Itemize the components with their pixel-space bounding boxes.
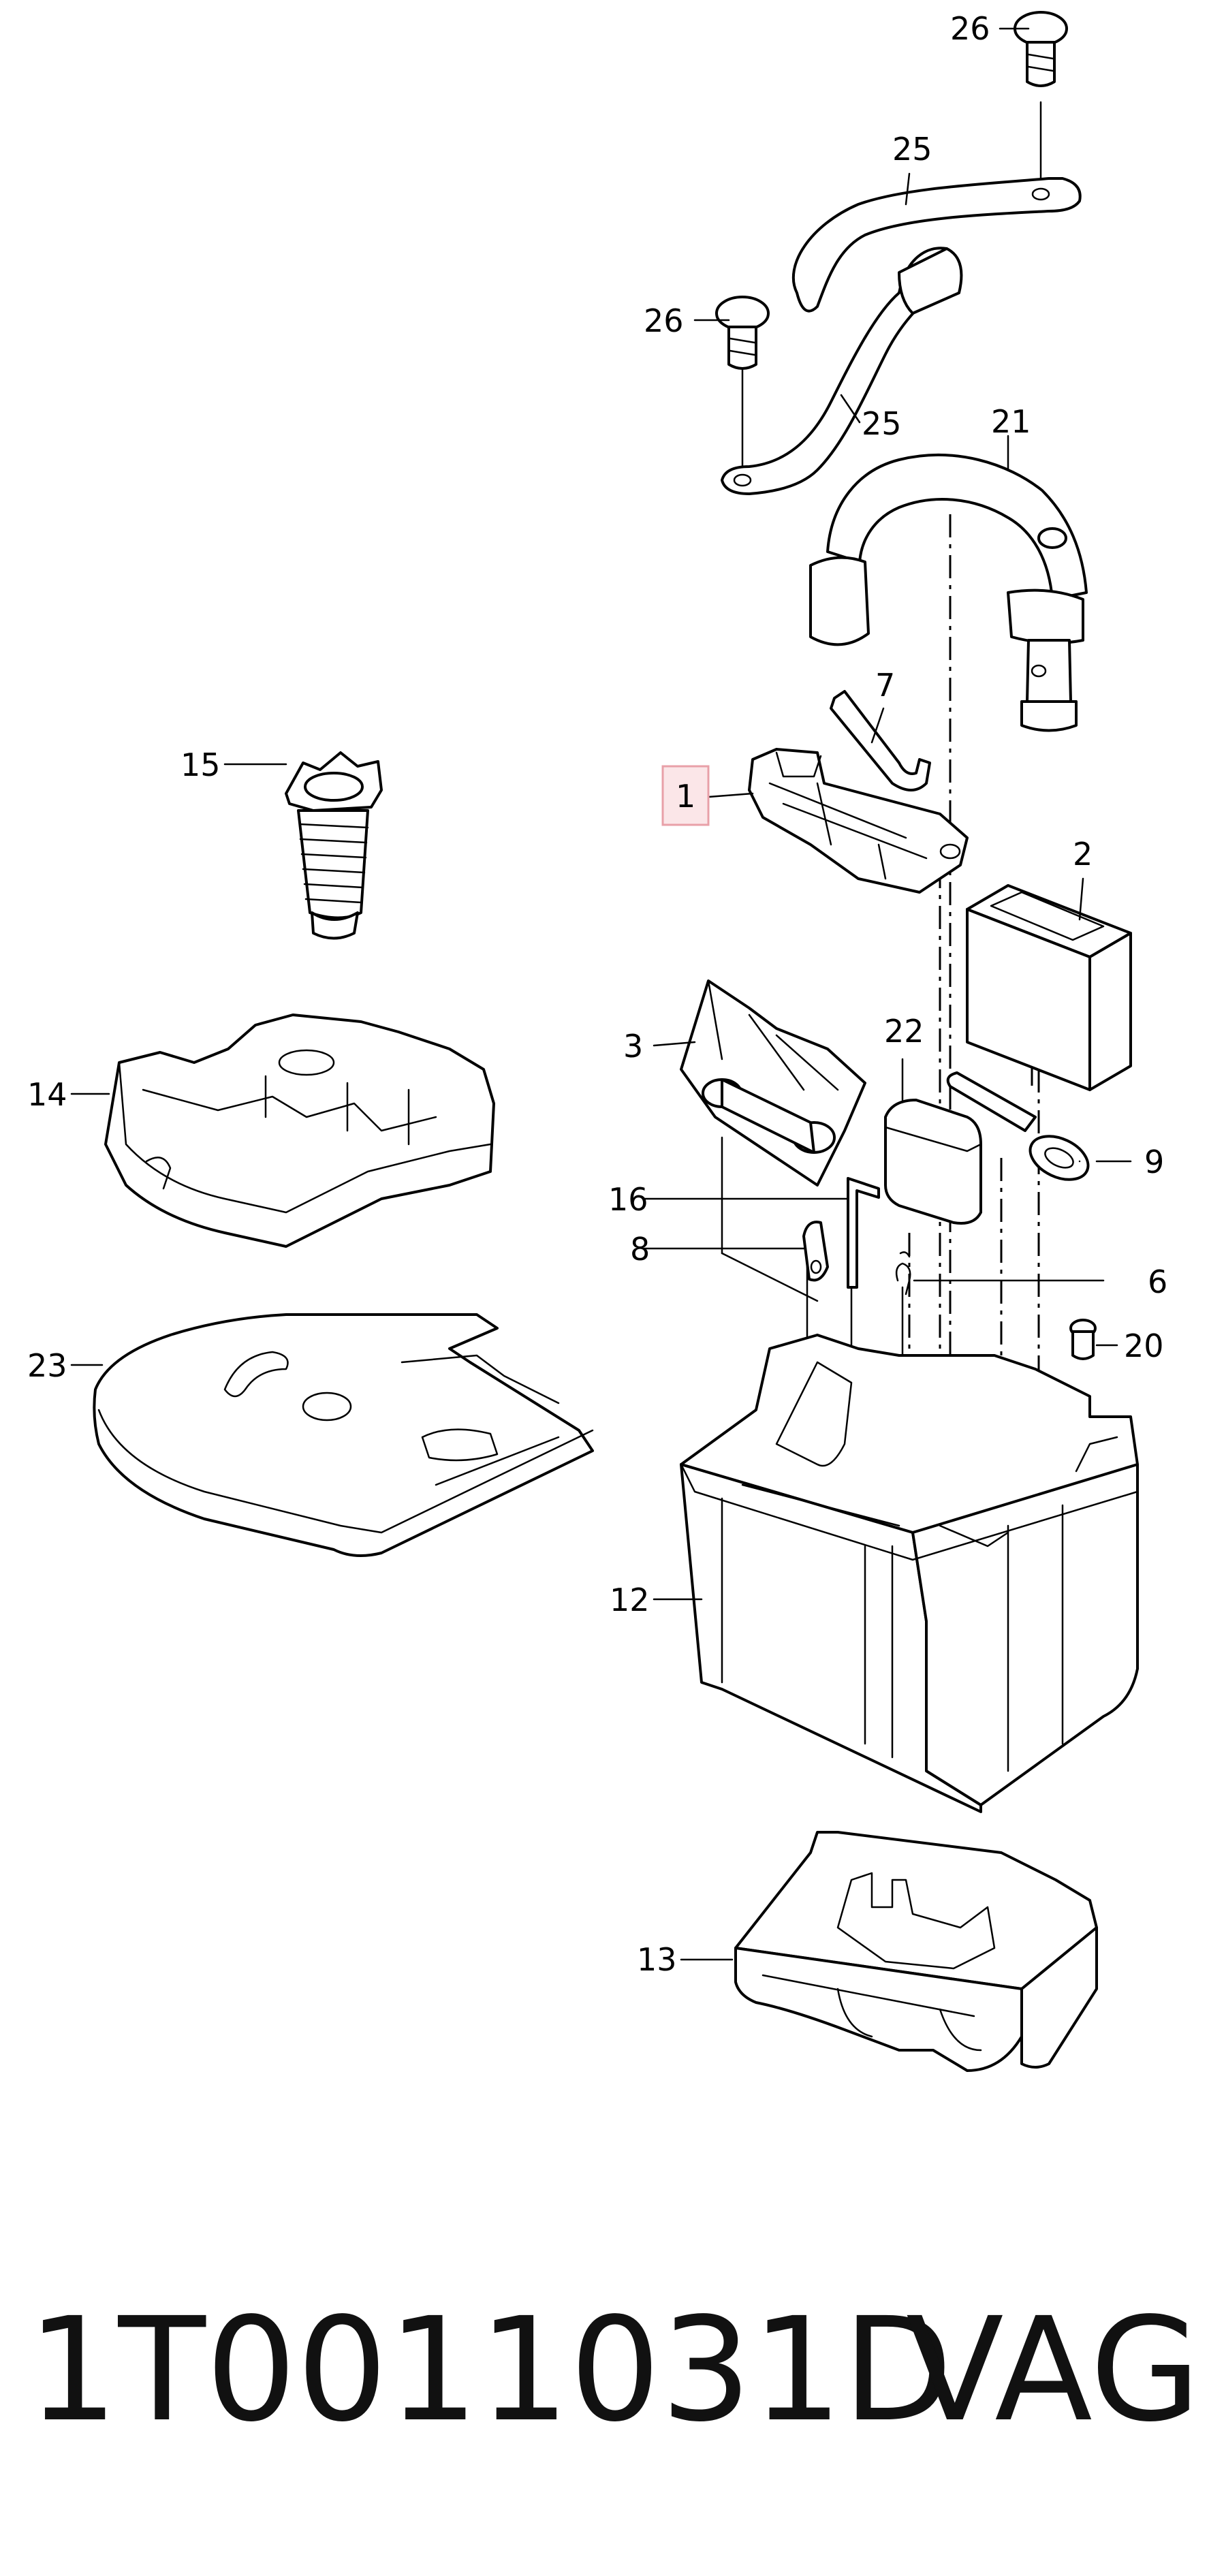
label-8: 8 (630, 1231, 650, 1268)
part-21-crank-handle (809, 453, 1088, 732)
part-22-cap (884, 1099, 982, 1225)
label-20: 20 (1124, 1328, 1164, 1364)
part-7-hex-key (830, 690, 931, 791)
part-12-tray (680, 1334, 1139, 1813)
part-26-screw-middle (715, 296, 770, 370)
part-1-car-jack (748, 748, 969, 894)
label-23: 23 (27, 1347, 67, 1384)
part-20-plug (1069, 1319, 1097, 1360)
part-13-lower-tray (734, 1831, 1098, 2072)
label-25-lower: 25 (862, 405, 902, 442)
label-3: 3 (623, 1028, 643, 1065)
part-8-clip (802, 1221, 829, 1282)
label-1: 1 (676, 778, 695, 815)
label-25-upper: 25 (892, 131, 932, 168)
part-23-floor-panel (93, 1313, 594, 1557)
part-25-strap-upper (792, 177, 1082, 313)
label-12: 12 (610, 1582, 650, 1618)
part-14-foam-insert (104, 1014, 495, 1248)
label-21: 21 (991, 403, 1031, 440)
part-26-screw-top (1014, 11, 1068, 87)
label-14: 14 (27, 1076, 67, 1113)
part-number: 1T0011031D (27, 2287, 953, 2453)
label-2: 2 (1073, 836, 1093, 873)
part-6-clip (895, 1251, 911, 1295)
label-26-top: 26 (950, 10, 990, 47)
leader-lines (70, 27, 1132, 1961)
part-9-tow-eye (946, 1071, 1090, 1181)
label-13: 13 (637, 1941, 677, 1978)
callout-labels: 26 25 26 25 21 7 1 2 3 22 9 16 8 6 20 12… (27, 10, 1167, 1978)
label-9: 9 (1144, 1144, 1164, 1180)
label-15: 15 (180, 747, 221, 783)
label-16: 16 (608, 1181, 648, 1218)
part-25-strap-lower (721, 247, 963, 495)
part-2-box (966, 884, 1132, 1091)
part-3-holder (680, 979, 866, 1187)
label-22: 22 (884, 1013, 924, 1050)
part-16-rod (847, 1177, 880, 1289)
label-6: 6 (1148, 1263, 1167, 1300)
part-15-bolt (285, 751, 383, 940)
brand-name: VAG (906, 2287, 1201, 2453)
label-26-middle: 26 (644, 302, 684, 339)
label-7: 7 (875, 667, 895, 704)
highlight-box-part-1 (661, 765, 710, 826)
